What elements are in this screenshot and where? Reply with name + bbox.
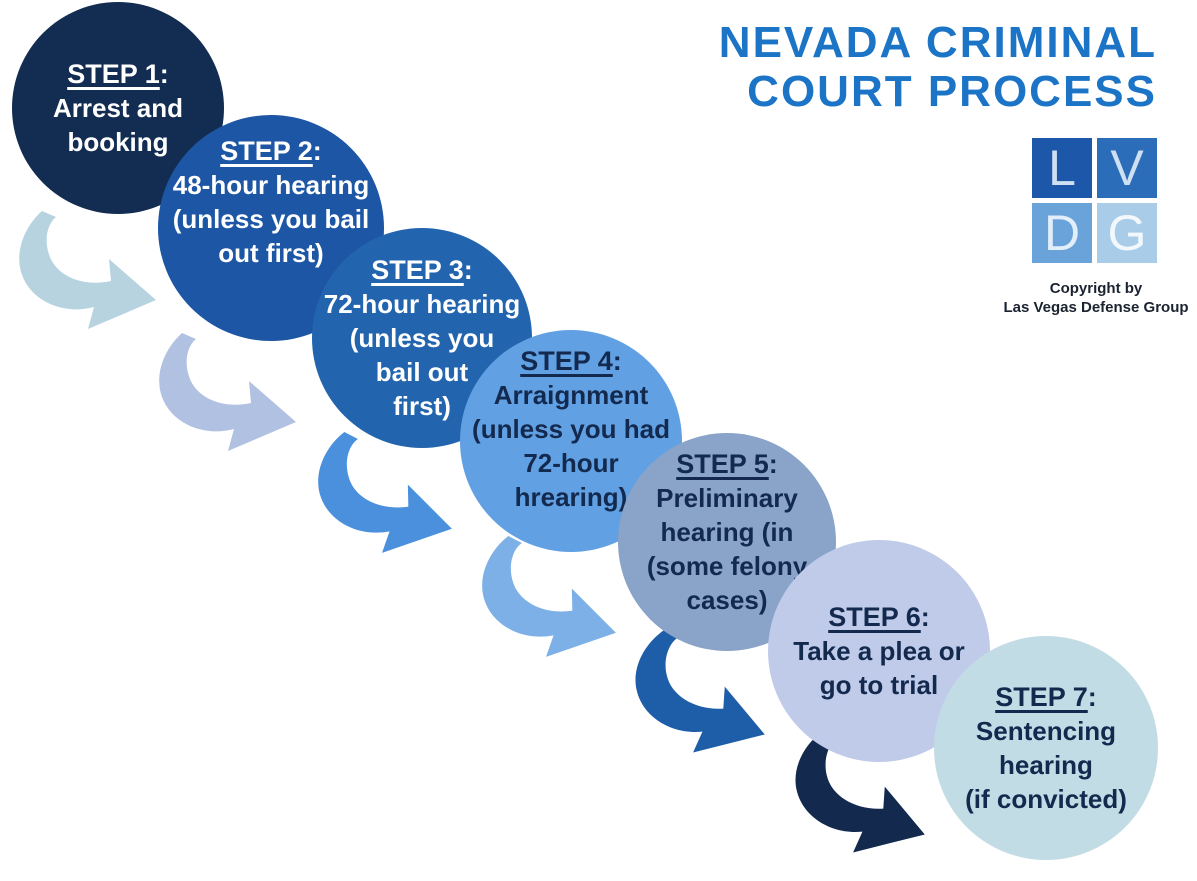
logo-letter-l: L	[1048, 140, 1076, 196]
logo-letter-d: D	[1043, 205, 1081, 261]
step-1-description: Arrest and booking	[52, 93, 184, 157]
step-1-heading: STEP 1:	[67, 59, 169, 89]
page-title-line-1: NEVADA CRIMINAL	[718, 18, 1157, 67]
step-7-description: Sentencing hearing (if convicted)	[965, 716, 1127, 814]
step-2-heading: STEP 2:	[220, 136, 322, 166]
step-circle-5: STEP 5: Preliminary hearing (in (some fe…	[618, 433, 836, 651]
flow-arrow-2-curved-arrow-icon	[152, 328, 302, 460]
logo-letter-v: V	[1110, 140, 1144, 196]
copyright-line-2: Las Vegas Defense Group	[1003, 298, 1189, 316]
step-3-heading: STEP 3:	[371, 255, 473, 285]
step-7-heading: STEP 7:	[995, 682, 1097, 712]
step-circle-1: STEP 1: Arrest and booking	[12, 2, 224, 214]
logo-square-g: G	[1097, 203, 1157, 263]
page-title: NEVADA CRIMINAL COURT PROCESS	[719, 18, 1157, 117]
step-2-description: 48-hour hearing (unless you bail out fir…	[172, 170, 370, 268]
step-5-description: Preliminary hearing (in (some felony cas…	[646, 483, 808, 615]
step-5-heading: STEP 5:	[676, 449, 778, 479]
step-4-heading: STEP 4:	[520, 346, 622, 376]
logo-letter-g: G	[1107, 205, 1147, 261]
copyright-text: Copyright by Las Vegas Defense Group	[1000, 280, 1192, 318]
logo-square-l: L	[1032, 138, 1092, 198]
logo-square-v: V	[1097, 138, 1157, 198]
copyright-line-1: Copyright by	[1049, 280, 1143, 297]
step-circle-7: STEP 7: Sentencing hearing (if convicted…	[934, 636, 1158, 860]
step-4-description: Arraignment (unless you had 72-hour hrea…	[472, 380, 670, 512]
step-3-description: 72-hour hearing (unless you bail out fir…	[323, 289, 521, 421]
lvdg-logo: L V D G	[1032, 138, 1158, 264]
step-6-description: Take a plea or go to trial	[793, 636, 965, 700]
page-title-line-2: COURT PROCESS	[747, 67, 1157, 117]
logo-square-d: D	[1032, 203, 1092, 263]
flow-arrow-1-curved-arrow-icon	[12, 206, 162, 338]
flow-arrow-4-curved-arrow-icon	[470, 529, 629, 671]
step-6-heading: STEP 6:	[828, 602, 930, 632]
